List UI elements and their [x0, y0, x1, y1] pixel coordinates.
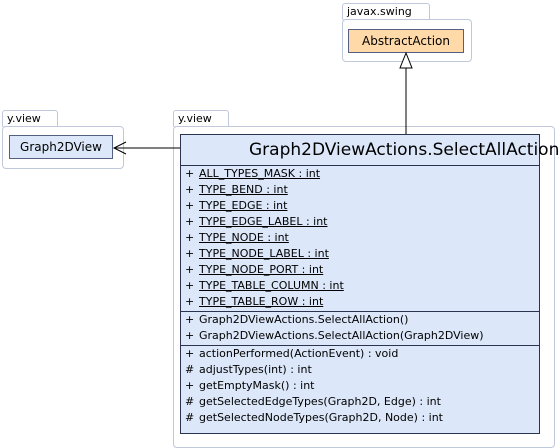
member-text: TYPE_NODE_LABEL : int [199, 247, 329, 260]
field-row[interactable]: + TYPE_NODE_PORT : int [181, 262, 539, 278]
member-text: actionPerformed(ActionEvent) : void [199, 347, 399, 360]
member-text: getEmptyMask() : int [199, 379, 315, 392]
field-row[interactable]: + TYPE_NODE : int [181, 230, 539, 246]
class-select-all-action[interactable]: Graph2DViewActions.SelectAllAction + ALL_… [180, 134, 559, 434]
visibility-marker: # [185, 411, 195, 424]
visibility-marker: + [185, 313, 195, 326]
generalization-arrowhead [399, 51, 413, 69]
visibility-marker: + [185, 329, 195, 342]
constructor-row[interactable]: + Graph2DViewActions.SelectAllAction() [181, 312, 539, 328]
member-text: adjustTypes(int) : int [199, 363, 312, 376]
visibility-marker: + [185, 347, 195, 360]
member-text: TYPE_EDGE : int [199, 199, 288, 212]
visibility-marker: + [185, 247, 195, 260]
constructor-row[interactable]: + Graph2DViewActions.SelectAllAction(Grap… [181, 328, 539, 344]
class-name: Graph2DView [20, 140, 102, 154]
member-text: getSelectedEdgeTypes(Graph2D, Edge) : in… [199, 395, 441, 408]
class-name: AbstractAction [362, 34, 450, 48]
visibility-marker: + [185, 231, 195, 244]
package-name: y.view [178, 112, 212, 125]
fields-section: + ALL_TYPES_MASK : int + TYPE_BEND : int + TY… [181, 166, 539, 312]
visibility-marker: + [185, 263, 195, 276]
member-text: TYPE_NODE_PORT : int [199, 263, 324, 276]
visibility-marker: + [185, 183, 195, 196]
field-row[interactable]: + TYPE_EDGE_LABEL : int [181, 214, 539, 230]
member-text: getSelectedNodeTypes(Graph2D, Node) : in… [199, 411, 443, 424]
visibility-marker: # [185, 363, 195, 376]
method-row[interactable]: # adjustTypes(int) : int [181, 362, 539, 378]
field-row[interactable]: + TYPE_BEND : int [181, 182, 539, 198]
relations-layer [112, 51, 413, 155]
visibility-marker: # [185, 395, 195, 408]
visibility-marker: + [185, 379, 195, 392]
member-text: TYPE_NODE : int [199, 231, 289, 244]
field-row[interactable]: + TYPE_EDGE : int [181, 198, 539, 214]
field-row[interactable]: + TYPE_NODE_LABEL : int [181, 246, 539, 262]
class-graph2dview[interactable]: Graph2DView [9, 135, 113, 159]
package-name: javax.swing [347, 5, 412, 18]
constructors-section: + Graph2DViewActions.SelectAllAction() + Gr… [181, 312, 539, 346]
visibility-marker: + [185, 215, 195, 228]
association-arrowhead [112, 141, 127, 155]
member-text: TYPE_EDGE_LABEL : int [199, 215, 328, 228]
class-name: Graph2DViewActions.SelectAllAction [181, 135, 559, 166]
member-text: ALL_TYPES_MASK : int [199, 167, 321, 180]
visibility-marker: + [185, 295, 195, 308]
member-text: TYPE_BEND : int [199, 183, 288, 196]
member-text: Graph2DViewActions.SelectAllAction(Graph… [199, 329, 484, 342]
visibility-marker: + [185, 167, 195, 180]
package-name: y.view [7, 112, 41, 125]
methods-section: + actionPerformed(ActionEvent) : void # adj… [181, 346, 539, 427]
method-row[interactable]: # getSelectedNodeTypes(Graph2D, Node) : i… [181, 410, 539, 426]
member-text: Graph2DViewActions.SelectAllAction() [199, 313, 409, 326]
member-text: TYPE_TABLE_COLUMN : int [199, 279, 344, 292]
method-row[interactable]: + getEmptyMask() : int [181, 378, 539, 394]
field-row[interactable]: + TYPE_TABLE_COLUMN : int [181, 278, 539, 294]
member-text: TYPE_TABLE_ROW : int [199, 295, 324, 308]
field-row[interactable]: + TYPE_TABLE_ROW : int [181, 294, 539, 310]
field-row[interactable]: + ALL_TYPES_MASK : int [181, 166, 539, 182]
visibility-marker: + [185, 199, 195, 212]
visibility-marker: + [185, 279, 195, 292]
method-row[interactable]: # getSelectedEdgeTypes(Graph2D, Edge) : i… [181, 394, 539, 410]
method-row[interactable]: + actionPerformed(ActionEvent) : void [181, 346, 539, 362]
